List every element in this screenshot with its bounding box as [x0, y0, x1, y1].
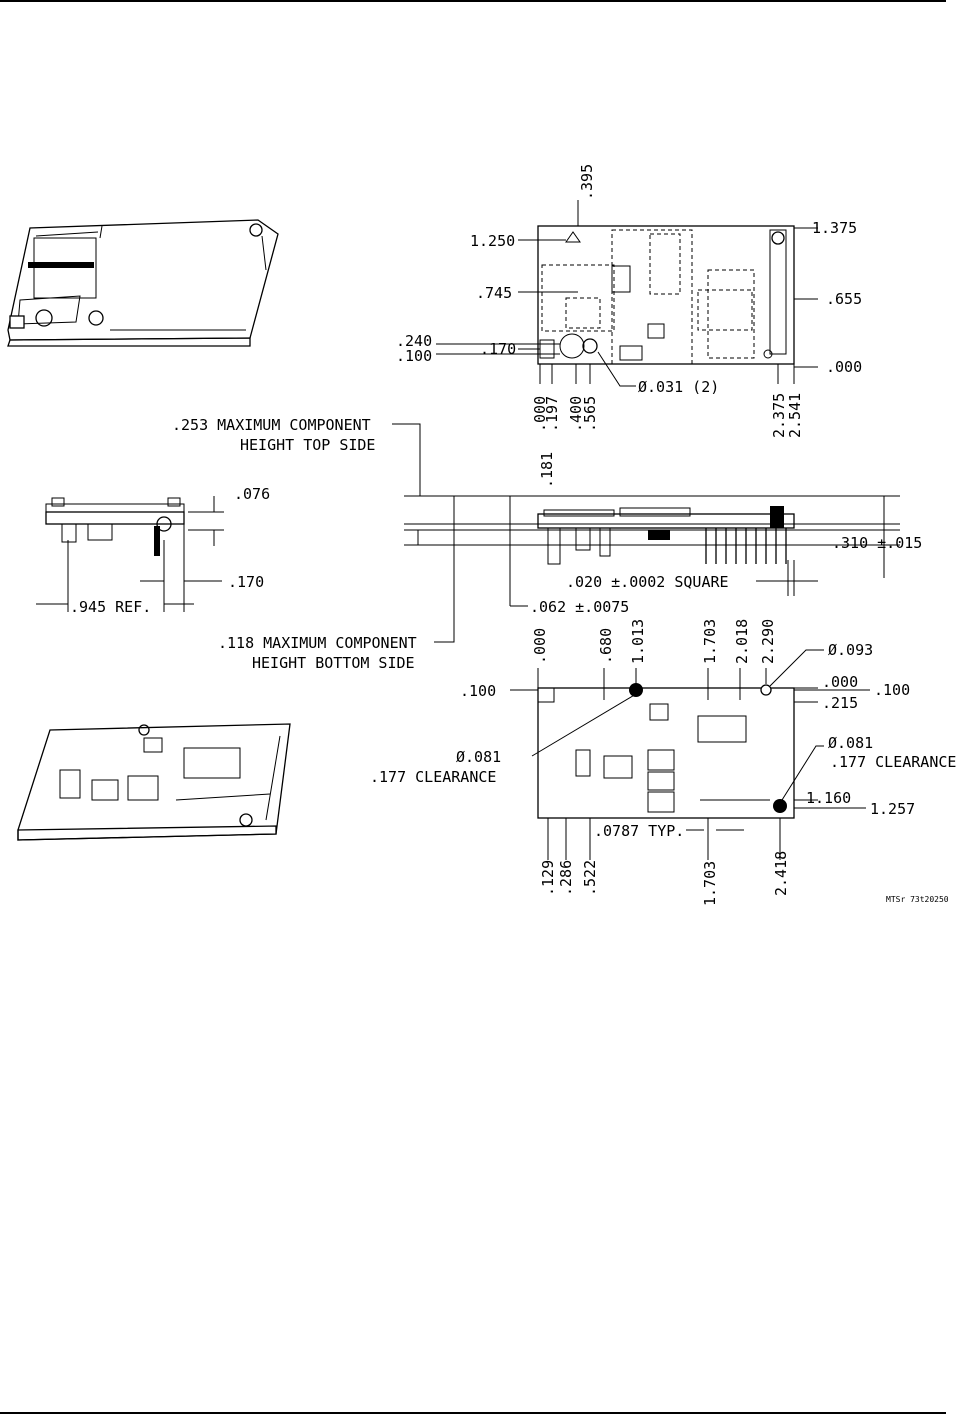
end-dim-170: .170 [228, 573, 264, 591]
mount-left-dia: Ø.081 [456, 748, 501, 766]
dim-bottom-181: .181 [538, 452, 556, 488]
dim-top-1375: 1.375 [812, 219, 857, 237]
bot-dim-522: .522 [581, 860, 599, 896]
hole-dia-093: Ø.093 [828, 641, 873, 659]
mount-right-clearance: .177 CLEARANCE [830, 753, 956, 771]
dim-top-395: .395 [578, 164, 596, 200]
dim-bottom-000: .000 [531, 396, 549, 432]
bottom-view [537, 683, 795, 819]
bot-right-000: .000 [822, 673, 858, 691]
dim-top-655: .655 [826, 290, 862, 308]
end-dim-076: .076 [234, 485, 270, 503]
bot-right-100: .100 [874, 681, 910, 699]
dim-bottom-400: .400 [567, 396, 585, 432]
dim-top-745: .745 [476, 284, 512, 302]
end-view [36, 496, 224, 612]
isometric-bottom-view [17, 723, 291, 841]
bot-left-100: .100 [460, 682, 496, 700]
drawing-ref: MTSr 73t20250 [886, 895, 949, 904]
pitch-label: .0787 TYP. [594, 822, 684, 840]
top-view-dimensions [436, 200, 818, 387]
total-height: .310 ±.015 [832, 534, 922, 552]
bottom-height-note-2: HEIGHT BOTTOM SIDE [252, 654, 415, 672]
dim-bottom-2375: 2.375 [770, 393, 788, 438]
bot-right-215: .215 [822, 694, 858, 712]
bot-dim-1703: 1.703 [701, 619, 719, 664]
bot-dim-2418: 2.418 [772, 851, 790, 896]
dim-top-170: .170 [480, 340, 516, 358]
bot-dim-286: .286 [557, 860, 575, 896]
bot-right-1257: 1.257 [870, 800, 915, 818]
mount-right-dia: Ø.081 [828, 734, 873, 752]
bot-dim-2290: 2.290 [759, 619, 777, 664]
mount-left-clearance: .177 CLEARANCE [370, 768, 496, 786]
end-dim-945: .945 REF. [70, 598, 151, 616]
bot-dim-129: .129 [539, 860, 557, 896]
side-view [392, 423, 900, 643]
bottom-view-dimensions [510, 649, 870, 860]
pin-square: .020 ±.0002 SQUARE [566, 573, 729, 591]
dim-top-240: .240 [396, 332, 432, 350]
bot-dim-1013: 1.013 [629, 619, 647, 664]
top-height-note-2: HEIGHT TOP SIDE [240, 436, 375, 454]
isometric-top-view [7, 219, 279, 347]
top-height-note-1: .253 MAXIMUM COMPONENT [172, 416, 371, 434]
pin-row [705, 528, 787, 564]
dim-top-000: .000 [826, 358, 862, 376]
bot-dim-680: .680 [597, 628, 615, 664]
top-rule [0, 0, 946, 2]
bot-dim-000: .000 [531, 628, 549, 664]
dim-top-1250: 1.250 [470, 232, 515, 250]
connector-strip [769, 229, 787, 355]
bot-right-1160: 1.160 [806, 789, 851, 807]
hole-callout: Ø.031 (2) [638, 378, 719, 396]
dim-bottom-565: .565 [581, 396, 599, 432]
dim-top-100: .100 [396, 347, 432, 365]
bot-dim-2018: 2.018 [733, 619, 751, 664]
dim-bottom-197: .197 [543, 396, 561, 432]
bottom-height-note-1: .118 MAXIMUM COMPONENT [218, 634, 417, 652]
board-thickness: .062 ±.0075 [530, 598, 629, 616]
bot-dim-1703b: 1.703 [701, 861, 719, 906]
top-view [537, 225, 795, 365]
bottom-rule [0, 1412, 946, 1414]
dim-bottom-2541: 2.541 [786, 393, 804, 438]
